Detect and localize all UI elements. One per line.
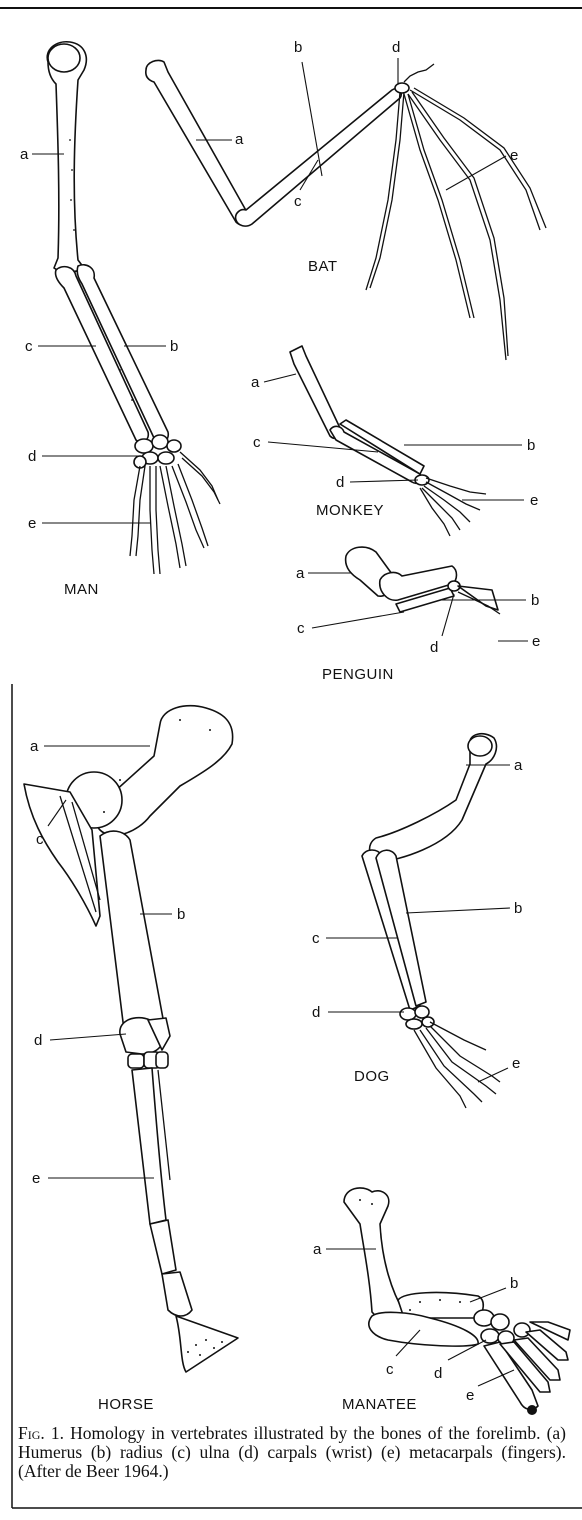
horse-forelimb	[24, 706, 238, 1372]
dog-forelimb	[362, 734, 500, 1108]
monkey-name: MONKEY	[316, 502, 384, 519]
manatee-label-e: e	[466, 1387, 474, 1404]
horse-label-e: e	[32, 1170, 40, 1187]
man-name: MAN	[64, 581, 99, 598]
monkey-label-d: d	[336, 474, 344, 491]
monkey-leader-d	[350, 480, 418, 482]
penguin-label-a: a	[296, 565, 305, 582]
horse-label-b: b	[177, 906, 185, 923]
horse-name: HORSE	[98, 1396, 154, 1413]
manatee-label-b: b	[510, 1275, 518, 1292]
monkey-label-c: c	[253, 434, 261, 451]
monkey-leader-a	[264, 374, 296, 382]
figure-caption: Fig. 1. Homology in vertebrates illustra…	[18, 1424, 566, 1481]
manatee-forelimb	[344, 1188, 570, 1415]
dog-label-d: d	[312, 1004, 320, 1021]
horse-label-c: c	[36, 831, 44, 848]
dog-label-c: c	[312, 930, 320, 947]
dog-label-a: a	[514, 757, 523, 774]
penguin-leader-c	[312, 612, 404, 628]
man-label-d: d	[28, 448, 36, 465]
bat-label-c: c	[294, 193, 302, 210]
man-label-c: c	[25, 338, 33, 355]
penguin-name: PENGUIN	[322, 666, 394, 683]
bat-label-b: b	[294, 39, 302, 56]
horse-label-a: a	[30, 738, 39, 755]
man-label-e: e	[28, 515, 36, 532]
dog-leader-b	[406, 908, 510, 913]
bat-label-a: a	[235, 131, 244, 148]
dog-label-b: b	[514, 900, 522, 917]
penguin-label-b: b	[531, 592, 539, 609]
dog-name: DOG	[354, 1068, 390, 1085]
bat-name: BAT	[308, 258, 338, 275]
manatee-label-a: a	[313, 1241, 322, 1258]
dog-label-e: e	[512, 1055, 520, 1072]
penguin-label-d: d	[430, 639, 438, 656]
bat-label-d: d	[392, 39, 400, 56]
manatee-label-d: d	[434, 1365, 442, 1382]
bat-forelimb	[146, 60, 546, 360]
monkey-label-b: b	[527, 437, 535, 454]
penguin-label-c: c	[297, 620, 305, 637]
horse-leader-d	[50, 1034, 126, 1040]
figure-number: Fig. 1.	[18, 1423, 64, 1443]
penguin-forelimb	[346, 547, 500, 614]
man-label-b: b	[170, 338, 178, 355]
bat-label-e: e	[510, 147, 518, 164]
horse-label-d: d	[34, 1032, 42, 1049]
monkey-label-a: a	[251, 374, 260, 391]
monkey-label-e: e	[530, 492, 538, 509]
manatee-name: MANATEE	[342, 1396, 417, 1413]
penguin-label-e: e	[532, 633, 540, 650]
man-label-a: a	[20, 146, 29, 163]
manatee-label-c: c	[386, 1361, 394, 1378]
figure-caption-text: Homology in vertebrates illustrated by t…	[18, 1423, 566, 1481]
